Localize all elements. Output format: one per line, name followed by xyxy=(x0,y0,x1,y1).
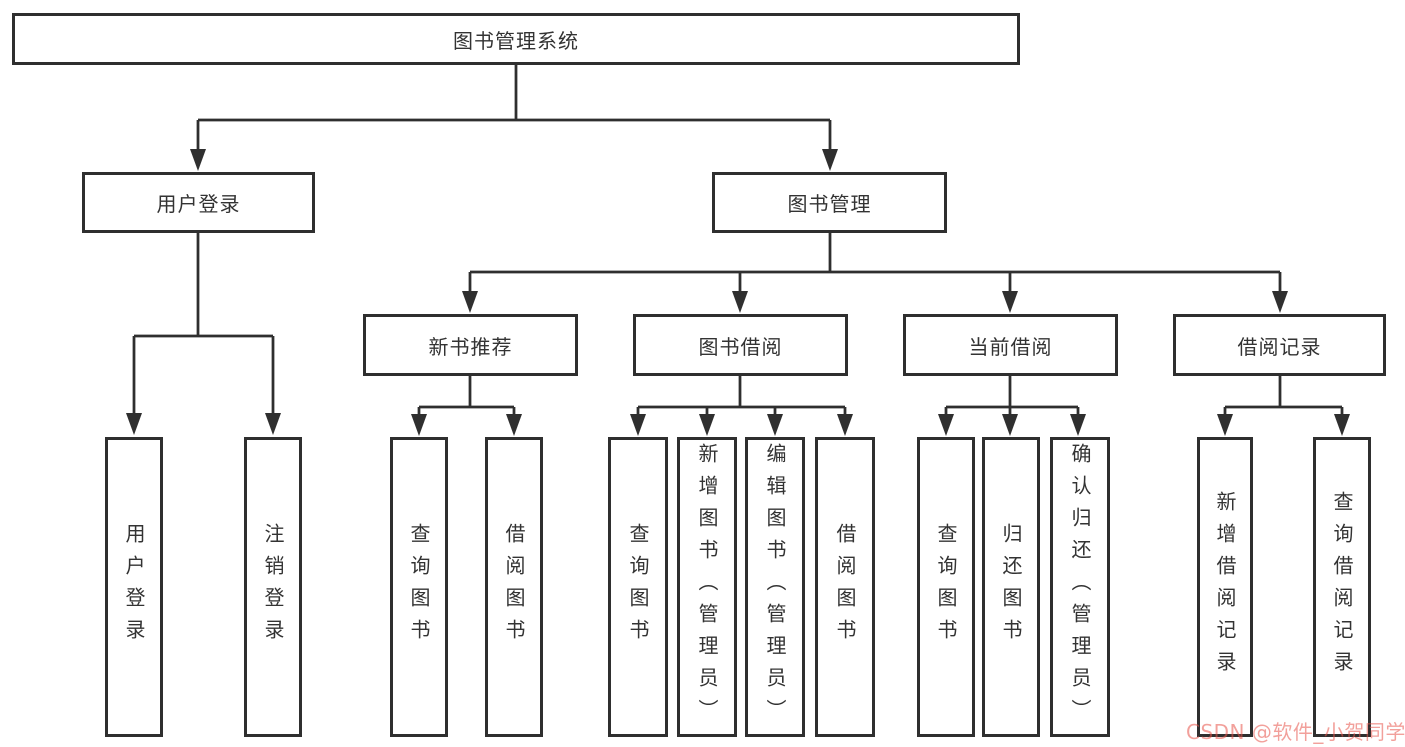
node-root-system: 图书管理系统 xyxy=(12,13,1020,65)
leaf-confirm-return-admin: 确认归还（管理员） xyxy=(1050,437,1110,737)
node-new-book-recommend: 新书推荐 xyxy=(363,314,578,376)
arrowheads xyxy=(126,149,1350,436)
leaf-label: 查询图书 xyxy=(934,523,958,651)
leaf-label: 借阅图书 xyxy=(833,523,857,651)
node-current-borrow: 当前借阅 xyxy=(903,314,1118,376)
leaf-borrow-books-recommend: 借阅图书 xyxy=(485,437,543,737)
leaf-label: 新增借阅记录 xyxy=(1213,491,1237,683)
leaf-label: 归还图书 xyxy=(999,523,1023,651)
connector-bookborrow-to-leaves xyxy=(636,376,847,418)
leaf-label: 用户登录 xyxy=(122,523,146,651)
connector-currentborrow-to-leaves xyxy=(944,376,1080,418)
leaf-query-books-current: 查询图书 xyxy=(917,437,975,737)
csdn-watermark: CSDN @软件_小贺同学 xyxy=(1186,720,1405,744)
leaf-user-login: 用户登录 xyxy=(105,437,163,737)
connector-newbooks-to-leaves xyxy=(417,376,516,418)
leaf-label: 查询借阅记录 xyxy=(1330,491,1354,683)
connector-bookmgmt-to-level3 xyxy=(468,233,1282,294)
leaf-add-books-admin: 新增图书（管理员） xyxy=(677,437,737,737)
leaf-query-books-borrow: 查询图书 xyxy=(608,437,668,737)
leaf-label: 确认归还（管理员） xyxy=(1068,443,1092,731)
node-book-borrow: 图书借阅 xyxy=(633,314,848,376)
leaf-label: 注销登录 xyxy=(261,523,285,651)
leaf-label: 新增图书（管理员） xyxy=(695,443,719,731)
connector-userlogin-to-leaves xyxy=(132,233,275,416)
node-borrow-records: 借阅记录 xyxy=(1173,314,1386,376)
leaf-label: 编辑图书（管理员） xyxy=(763,443,787,731)
connector-root-to-level2 xyxy=(196,65,832,152)
connector-records-to-leaves xyxy=(1223,376,1344,418)
leaf-label: 借阅图书 xyxy=(502,523,526,651)
leaf-logout: 注销登录 xyxy=(244,437,302,737)
leaf-label: 查询图书 xyxy=(626,523,650,651)
leaf-query-borrow-record: 查询借阅记录 xyxy=(1313,437,1371,737)
leaf-borrow-books: 借阅图书 xyxy=(815,437,875,737)
leaf-query-books-recommend: 查询图书 xyxy=(390,437,448,737)
leaf-return-books: 归还图书 xyxy=(982,437,1040,737)
leaf-label: 查询图书 xyxy=(407,523,431,651)
leaf-edit-books-admin: 编辑图书（管理员） xyxy=(745,437,805,737)
leaf-add-borrow-record: 新增借阅记录 xyxy=(1197,437,1253,737)
node-book-management: 图书管理 xyxy=(712,172,947,233)
node-user-login: 用户登录 xyxy=(82,172,315,233)
